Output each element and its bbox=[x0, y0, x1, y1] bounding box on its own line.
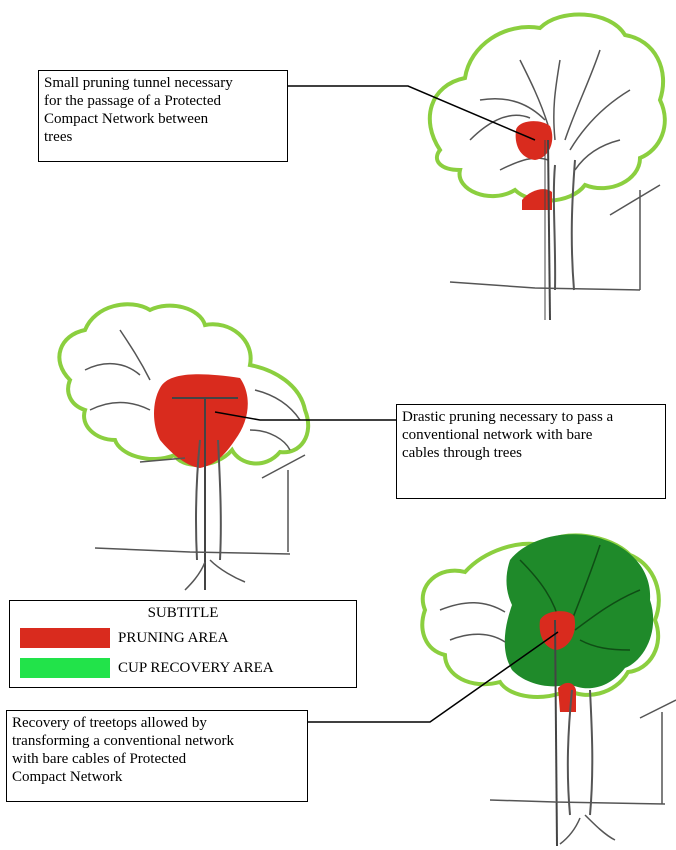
legend-item-recovery: CUP RECOVERY AREA bbox=[20, 657, 274, 679]
legend-swatch-pruning bbox=[20, 628, 110, 648]
tree-bottom-pruning-lower bbox=[558, 683, 576, 712]
legend-title: SUBTITLE bbox=[10, 605, 356, 622]
callout-recovery: Recovery of treetops allowed by transfor… bbox=[6, 710, 308, 802]
tree-middle bbox=[59, 304, 308, 590]
tree-bottom bbox=[422, 534, 676, 846]
callout-tunnel: Small pruning tunnel necessary for the p… bbox=[38, 70, 288, 162]
legend: SUBTITLE PRUNING AREA CUP RECOVERY AREA bbox=[9, 600, 357, 688]
tree-top bbox=[430, 14, 665, 320]
legend-label-pruning: PRUNING AREA bbox=[118, 630, 228, 647]
legend-label-recovery: CUP RECOVERY AREA bbox=[118, 660, 274, 677]
legend-item-pruning: PRUNING AREA bbox=[20, 627, 228, 649]
tree-top-canopy bbox=[430, 14, 665, 200]
legend-swatch-recovery bbox=[20, 658, 110, 678]
callout-drastic-pruning: Drastic pruning necessary to pass a conv… bbox=[396, 404, 666, 499]
